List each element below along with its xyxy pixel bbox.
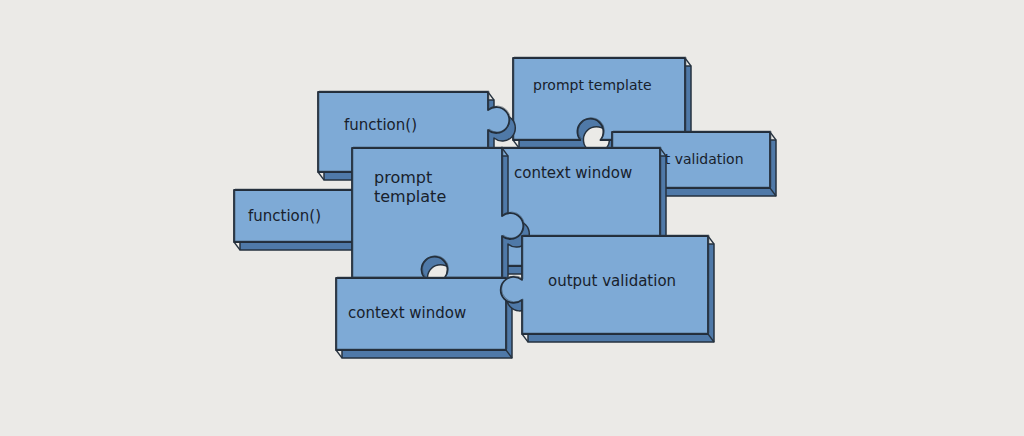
puzzle-piece: context window: [336, 278, 506, 350]
piece-label: function(): [248, 207, 321, 226]
piece-edge: [506, 350, 512, 358]
piece-face: [352, 148, 523, 278]
piece-edge: [318, 172, 324, 180]
piece-label: output validation: [548, 272, 676, 291]
piece-edge: [234, 242, 240, 250]
piece-outline: [513, 58, 685, 140]
piece-label: function(): [344, 116, 417, 135]
puzzle-piece: output validation: [522, 236, 708, 334]
piece-label: prompt template: [374, 168, 478, 206]
piece-sketch: [235, 189, 355, 241]
piece-face: [336, 278, 506, 350]
piece-edge: [708, 334, 714, 342]
piece-face: [501, 236, 708, 334]
piece-face: [513, 58, 685, 140]
puzzle-piece: prompt template: [513, 58, 685, 140]
piece-sketch: [353, 147, 524, 277]
piece-label: context window: [348, 304, 466, 323]
piece-sketch: [514, 57, 686, 139]
piece-edge: [770, 188, 776, 196]
piece-edge: [336, 350, 342, 358]
piece-outline: [352, 148, 502, 278]
piece-face: [234, 190, 354, 242]
piece-edge: [500, 266, 506, 274]
piece-edge: [522, 334, 528, 342]
piece-sketch: [337, 277, 507, 349]
piece-label: context window: [514, 164, 632, 183]
piece-sketch: [502, 235, 709, 333]
piece-label: prompt template: [533, 76, 652, 95]
puzzle-piece: prompt template: [352, 148, 502, 278]
puzzle-piece: function(): [234, 190, 354, 242]
